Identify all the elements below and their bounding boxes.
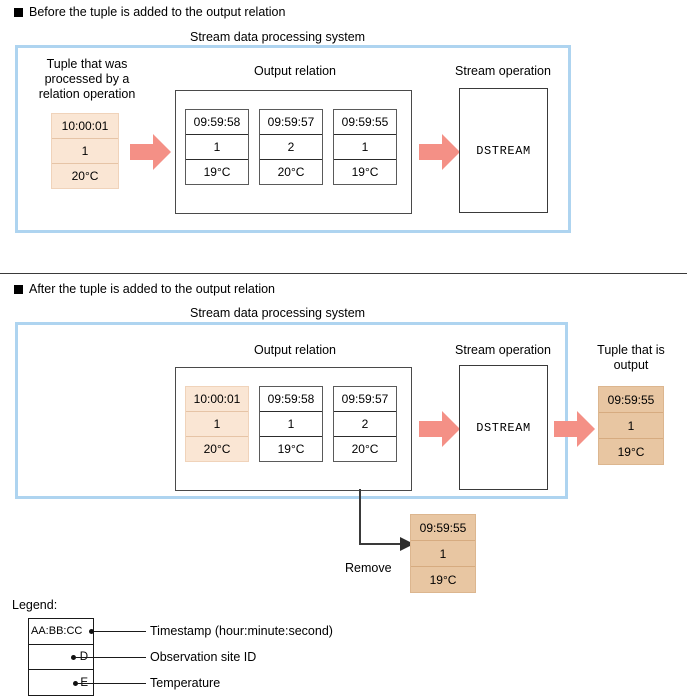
legend-leader-dot-2 xyxy=(73,681,78,686)
legend-description-2: Temperature xyxy=(150,676,221,690)
removed-tuple-timestamp: 09:59:55 xyxy=(419,520,467,535)
legend-leader-dot-1 xyxy=(71,655,76,660)
input-tuple-site: 1 xyxy=(52,138,118,163)
legend-title: Legend: xyxy=(12,598,58,612)
output-tuple-timestamp: 09:59:55 xyxy=(607,392,655,407)
relation-tuple-after-0: 10:00:01 1 20°C xyxy=(185,386,249,462)
stream-operation-before: DSTREAM xyxy=(459,88,548,213)
output-tuple-temp: 19°C xyxy=(599,438,663,464)
relation-tuple-before-0: 09:59:58 1 19°C xyxy=(185,109,249,185)
tuple-temp: 19°C xyxy=(260,436,322,461)
bullet-icon xyxy=(14,7,23,17)
system-label-after: Stream data processing system xyxy=(190,306,366,320)
removed-tuple-site: 1 xyxy=(411,540,475,566)
tuple-site: 1 xyxy=(186,134,248,159)
arrow-relation-to-operation-before xyxy=(419,134,460,170)
tuple-temp: 20°C xyxy=(260,159,322,184)
bullet-icon xyxy=(14,284,23,294)
section-heading-before-text: Before the tuple is added to the output … xyxy=(29,5,286,19)
tuple-temp: 20°C xyxy=(186,436,248,461)
tuple-timestamp: 09:59:58 xyxy=(267,392,315,406)
legend-description-0: Timestamp (hour:minute:second) xyxy=(150,624,333,638)
legend-leader-0 xyxy=(94,631,146,632)
remove-label: Remove xyxy=(345,561,392,575)
removed-tuple: 09:59:55 1 19°C xyxy=(410,514,476,593)
section-heading-before: Before the tuple is added to the output … xyxy=(14,5,285,19)
input-tuple: 10:00:01 1 20°C xyxy=(51,113,119,189)
tuple-timestamp: 10:00:01 xyxy=(193,392,241,406)
remove-connector-arrow xyxy=(359,489,414,551)
relation-tuple-after-2: 09:59:57 2 20°C xyxy=(333,386,397,462)
section-divider xyxy=(0,273,687,274)
operation-caption-before: Stream operation xyxy=(455,64,551,78)
output-tuple: 09:59:55 1 19°C xyxy=(598,386,664,465)
system-label-before: Stream data processing system xyxy=(190,30,366,44)
legend-leader-dot-0 xyxy=(89,629,94,634)
operation-name: DSTREAM xyxy=(476,420,531,435)
operation-name: DSTREAM xyxy=(476,143,531,158)
relation-tuple-before-1: 09:59:57 2 20°C xyxy=(259,109,323,185)
arrow-input-to-relation xyxy=(130,134,171,170)
legend-key-0: AA:BB:CC xyxy=(31,625,83,638)
relation-tuple-before-2: 09:59:55 1 19°C xyxy=(333,109,397,185)
output-tuple-caption: Tuple that is output xyxy=(597,343,665,372)
tuple-temp: 20°C xyxy=(334,436,396,461)
tuple-site: 2 xyxy=(260,134,322,159)
relation-tuple-after-1: 09:59:58 1 19°C xyxy=(259,386,323,462)
tuple-site: 1 xyxy=(186,411,248,436)
operation-caption-after: Stream operation xyxy=(455,343,551,357)
relation-caption-after: Output relation xyxy=(254,343,336,357)
tuple-site: 2 xyxy=(334,411,396,436)
input-tuple-caption: Tuple that was processed by a relation o… xyxy=(38,57,136,101)
tuple-site: 1 xyxy=(334,134,396,159)
stream-operation-after: DSTREAM xyxy=(459,365,548,490)
relation-caption-before: Output relation xyxy=(254,64,336,78)
output-tuple-site: 1 xyxy=(599,412,663,438)
arrow-relation-to-operation-after xyxy=(419,411,460,447)
input-tuple-timestamp: 10:00:01 xyxy=(61,119,109,133)
section-heading-after: After the tuple is added to the output r… xyxy=(14,282,275,296)
removed-tuple-temp: 19°C xyxy=(411,566,475,592)
tuple-timestamp: 09:59:55 xyxy=(341,115,389,129)
legend-leader-2 xyxy=(78,683,146,684)
tuple-temp: 19°C xyxy=(334,159,396,184)
legend-leader-1 xyxy=(76,657,146,658)
tuple-temp: 19°C xyxy=(186,159,248,184)
tuple-timestamp: 09:59:57 xyxy=(267,115,315,129)
tuple-timestamp: 09:59:58 xyxy=(193,115,241,129)
tuple-timestamp: 09:59:57 xyxy=(341,392,389,406)
legend-description-1: Observation site ID xyxy=(150,650,257,664)
input-tuple-temp: 20°C xyxy=(52,163,118,188)
legend-key-2: E xyxy=(29,669,93,695)
section-heading-after-text: After the tuple is added to the output r… xyxy=(29,282,276,296)
arrow-operation-to-output xyxy=(554,411,595,447)
tuple-site: 1 xyxy=(260,411,322,436)
